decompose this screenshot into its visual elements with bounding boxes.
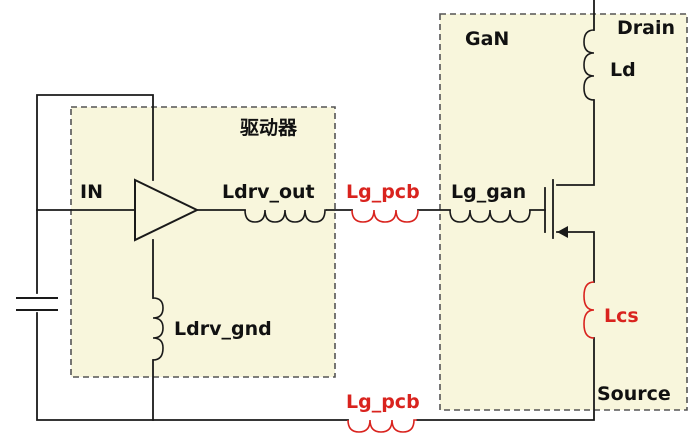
ld-label: Ld	[610, 59, 636, 81]
lg-pcb-top-label: Lg_pcb	[346, 181, 420, 203]
gan-box	[439, 13, 688, 411]
lg-gan-label: Lg_gan	[451, 181, 526, 203]
lg-pcb-top-coil-icon	[351, 209, 419, 223]
gan-title: GaN	[465, 28, 509, 50]
ldrv-gnd-label: Ldrv_gnd	[174, 318, 272, 340]
lcs-coil-icon	[583, 281, 595, 339]
lg-pcb-bottom-label: Lg_pcb	[346, 391, 420, 413]
source-wire	[556, 231, 595, 283]
drain-label: Drain	[617, 17, 675, 39]
in-label: IN	[80, 181, 103, 203]
ldrv-gnd-coil-icon	[152, 297, 164, 361]
ldrv-out-label: Ldrv_out	[222, 181, 315, 203]
lcs-label: Lcs	[604, 305, 639, 327]
source-label: Source	[597, 383, 671, 405]
driver-amplifier-icon	[134, 178, 200, 242]
supply-wire	[36, 94, 154, 294]
driver-box	[70, 106, 336, 378]
return-wire	[416, 337, 595, 421]
driver-title: 驱动器	[240, 117, 298, 139]
source-arrow-icon	[557, 226, 568, 238]
drain-mid-wire	[556, 99, 595, 186]
driver-ground-wire-lower	[152, 359, 349, 421]
ld-coil-icon	[583, 29, 595, 101]
ldrv-out-coil-icon	[244, 209, 327, 223]
lg-gan-coil-icon	[449, 209, 531, 223]
lg-pcb-bottom-coil-icon	[347, 419, 417, 433]
capacitor-bottom-wire	[36, 312, 154, 421]
